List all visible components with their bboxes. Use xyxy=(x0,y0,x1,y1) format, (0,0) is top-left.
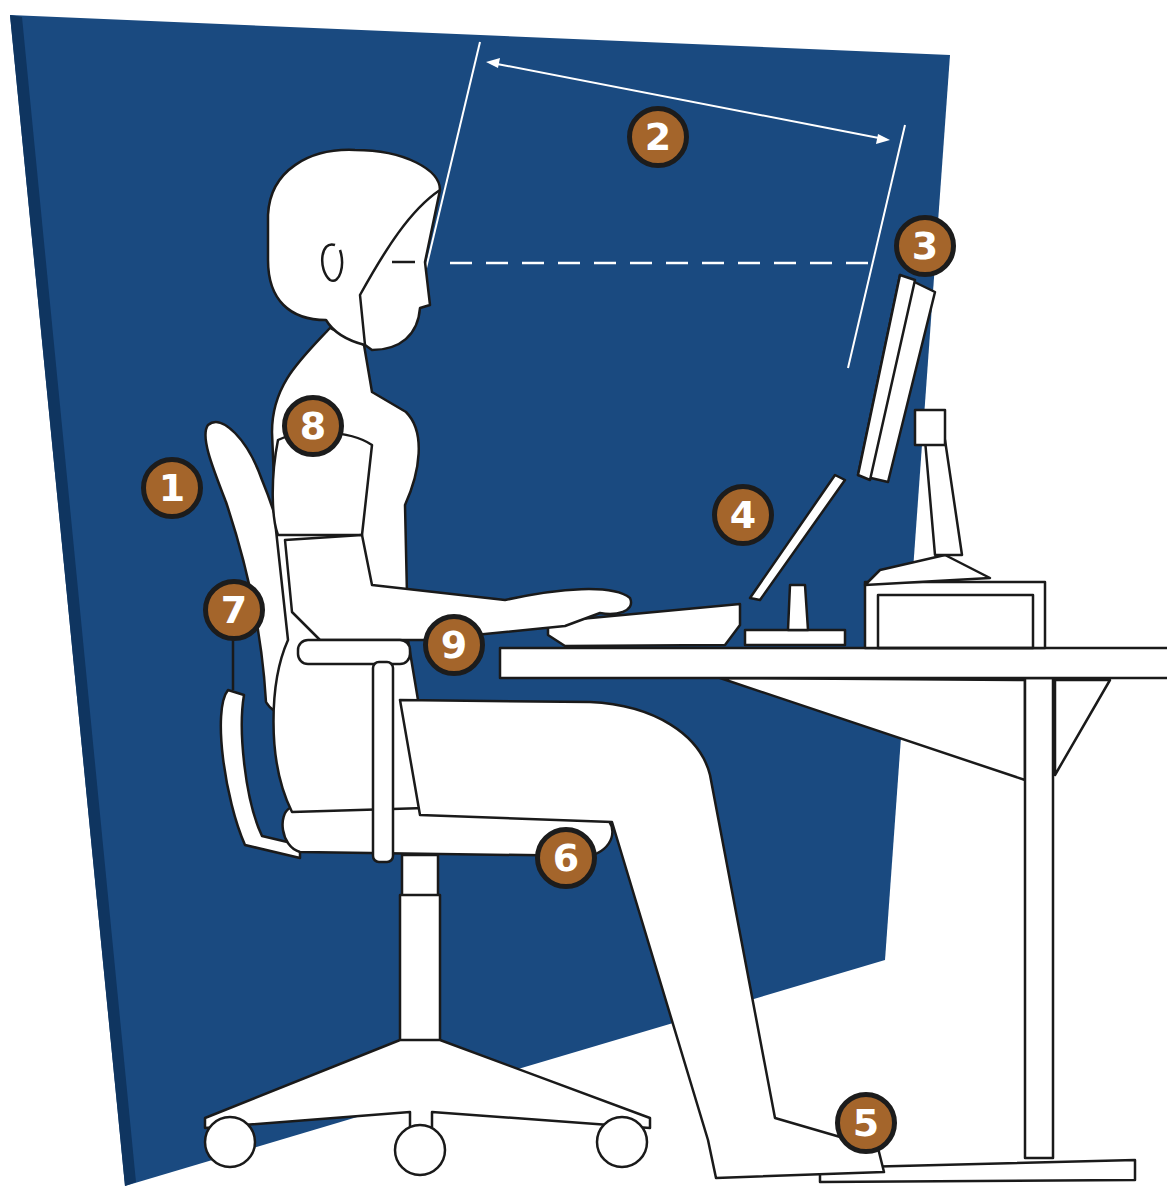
monitor-screen xyxy=(858,275,915,480)
desk-top xyxy=(500,648,1167,678)
callout-number: 4 xyxy=(712,484,774,546)
monitor-riser-opening xyxy=(878,595,1033,648)
sight-line xyxy=(422,42,480,285)
armrest-post xyxy=(373,662,393,862)
callout-number: 9 xyxy=(423,614,485,676)
chair-column xyxy=(402,855,438,900)
leg xyxy=(400,700,884,1178)
arrow-head xyxy=(876,134,890,144)
backrest-post xyxy=(232,640,235,690)
desk-tray xyxy=(720,678,1025,780)
holder-stand xyxy=(788,585,808,630)
chair-wheel xyxy=(205,1117,255,1167)
callout-number: 1 xyxy=(141,457,203,519)
callout-number: 3 xyxy=(894,215,956,277)
gas-cylinder xyxy=(400,895,440,1045)
callout-number: 8 xyxy=(282,395,344,457)
arrow-head xyxy=(486,58,500,68)
distance-arrow xyxy=(492,63,884,139)
callout-number: 6 xyxy=(535,827,597,889)
eye xyxy=(392,261,415,264)
desk-brace xyxy=(1055,680,1110,775)
callout-number: 7 xyxy=(203,579,265,641)
backdrop-panel xyxy=(10,15,950,1186)
monitor-riser xyxy=(865,582,1045,648)
monitor-hinge xyxy=(915,410,945,445)
monitor-body xyxy=(858,275,935,482)
panel-edge xyxy=(10,15,136,1186)
chair-wheel xyxy=(395,1125,445,1175)
eye-level-line xyxy=(450,262,870,265)
holder-base xyxy=(745,630,845,645)
callout-number: 2 xyxy=(627,106,689,168)
armrest-pad xyxy=(298,640,410,664)
chair-star-base xyxy=(205,1040,650,1128)
monitor-stand xyxy=(925,440,962,555)
hair-line xyxy=(360,190,440,345)
ear xyxy=(322,244,342,280)
head xyxy=(268,150,440,350)
monitor-base xyxy=(865,555,990,585)
chair-wheel xyxy=(597,1117,647,1167)
desk-leg xyxy=(1025,678,1053,1158)
callout-number: 5 xyxy=(835,1092,897,1154)
